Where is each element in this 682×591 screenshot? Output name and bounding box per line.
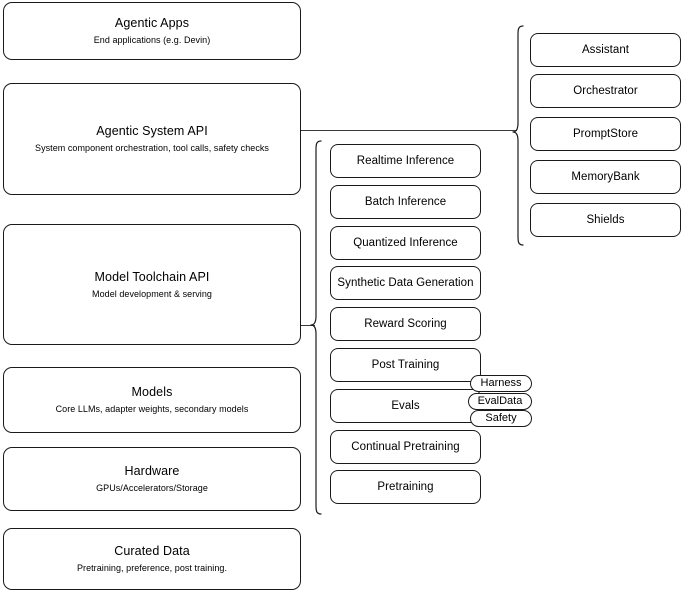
eval-tag-label: EvalData	[477, 395, 523, 407]
stack-layer-curated-data[interactable]: Curated Data Pretraining, preference, po…	[3, 528, 301, 590]
system-component-memorybank[interactable]: MemoryBank	[530, 160, 681, 194]
system-component-assistant[interactable]: Assistant	[530, 33, 681, 67]
system-component-shields[interactable]: Shields	[530, 203, 681, 237]
component-label: Assistant	[581, 44, 630, 56]
stack-layer-models[interactable]: Models Core LLMs, adapter weights, secon…	[3, 367, 301, 433]
layer-subtitle: System component orchestration, tool cal…	[35, 143, 269, 153]
eval-tag-label: Safety	[485, 412, 517, 424]
stack-layer-agentic-system-api[interactable]: Agentic System API System component orch…	[3, 83, 301, 195]
connector-toolchain-api-to-toolchain-components	[301, 325, 315, 327]
stack-layer-model-toolchain-api[interactable]: Model Toolchain API Model development & …	[3, 224, 301, 345]
layer-subtitle: End applications (e.g. Devin)	[93, 35, 211, 45]
eval-tag-evaldata[interactable]: EvalData	[468, 393, 532, 410]
layer-title: Agentic System API	[96, 124, 208, 138]
layer-subtitle: Model development & serving	[92, 288, 212, 299]
layer-title: Models	[131, 385, 173, 399]
component-label: Reward Scoring	[364, 318, 447, 330]
component-label: Continual Pretraining	[351, 441, 460, 453]
layer-subtitle: Core LLMs, adapter weights, secondary mo…	[55, 404, 249, 414]
toolchain-component-synthetic-data-generation[interactable]: Synthetic Data Generation	[330, 266, 481, 300]
layer-title: Curated Data	[114, 544, 190, 558]
connector-system-api-to-system-components	[301, 130, 517, 132]
toolchain-component-realtime-inference[interactable]: Realtime Inference	[330, 144, 481, 178]
component-label: Batch Inference	[364, 196, 447, 208]
component-label: PromptStore	[572, 128, 639, 140]
layer-title: Agentic Apps	[114, 16, 190, 30]
toolchain-component-evals[interactable]: Evals	[330, 389, 481, 423]
layer-title: Model Toolchain API	[94, 269, 210, 284]
toolchain-component-post-training[interactable]: Post Training	[330, 348, 481, 382]
toolchain-component-pretraining[interactable]: Pretraining	[330, 470, 481, 504]
toolchain-component-batch-inference[interactable]: Batch Inference	[330, 185, 481, 219]
component-label: Synthetic Data Generation	[337, 277, 474, 289]
component-label: Pretraining	[377, 481, 434, 493]
eval-tag-safety[interactable]: Safety	[470, 410, 532, 427]
component-label: MemoryBank	[571, 171, 640, 183]
toolchain-component-continual-pretraining[interactable]: Continual Pretraining	[330, 430, 481, 464]
toolchain-component-reward-scoring[interactable]: Reward Scoring	[330, 307, 481, 341]
system-component-promptstore[interactable]: PromptStore	[530, 117, 681, 151]
layer-title: Hardware	[124, 464, 180, 478]
eval-tag-label: Harness	[480, 377, 522, 389]
component-label: Shields	[586, 214, 625, 226]
layer-subtitle: GPUs/Accelerators/Storage	[96, 483, 208, 493]
stack-layer-hardware[interactable]: Hardware GPUs/Accelerators/Storage	[3, 447, 301, 511]
layer-subtitle: Pretraining, preference, post training.	[76, 563, 228, 573]
component-label: Realtime Inference	[356, 155, 455, 167]
system-component-orchestrator[interactable]: Orchestrator	[530, 74, 681, 108]
toolchain-component-quantized-inference[interactable]: Quantized Inference	[330, 226, 481, 260]
brace-system-components	[512, 25, 524, 246]
eval-tag-harness[interactable]: Harness	[470, 375, 532, 392]
stack-layer-agentic-apps[interactable]: Agentic Apps End applications (e.g. Devi…	[3, 2, 301, 60]
component-label: Post Training	[371, 359, 440, 371]
component-label: Evals	[391, 400, 420, 412]
component-label: Quantized Inference	[353, 237, 458, 249]
brace-toolchain-components	[310, 140, 322, 515]
component-label: Orchestrator	[573, 85, 638, 97]
